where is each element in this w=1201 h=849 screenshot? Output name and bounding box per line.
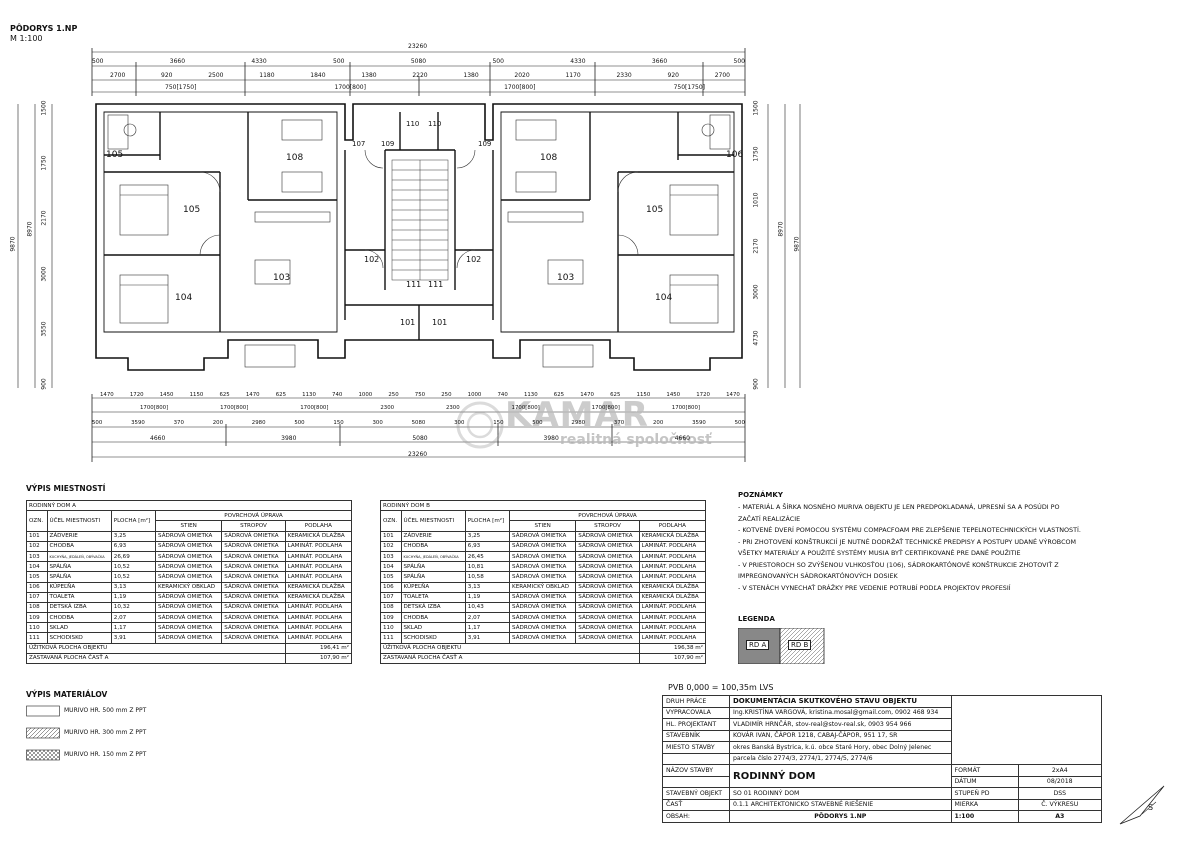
room-label: 108: [286, 153, 304, 163]
room-label: 108: [540, 153, 558, 163]
legend-box: [737, 627, 826, 665]
room-label: 111: [406, 280, 422, 289]
dim-total-bottom: 23260: [408, 451, 428, 458]
material-150: MURIVO HR. 150 mm Z PPT: [64, 751, 147, 758]
dim-total-top: 23260: [408, 43, 428, 50]
materials-heading: VÝPIS MATERIÁLOV: [26, 690, 108, 699]
room-label: 103: [273, 273, 291, 283]
notes-heading: POZNÁMKY: [738, 491, 783, 499]
room-label: 106: [726, 150, 744, 160]
material-500: MURIVO HR. 500 mm Z PPT: [64, 707, 147, 714]
legend-rd-a: RD A: [746, 640, 770, 650]
dim-left-sub: 8970: [26, 221, 34, 237]
room-label: 110: [428, 120, 442, 128]
dim-left-total: 9870: [9, 236, 17, 252]
watermark-brand: KAMAR: [505, 395, 649, 435]
north-arrow-icon: S: [1119, 785, 1165, 825]
room-label: 103: [557, 273, 575, 283]
room-label: 101: [400, 318, 416, 327]
room-label: 110: [406, 120, 420, 128]
room-label: 104: [655, 293, 673, 303]
room-label: 111: [428, 280, 444, 289]
notes-list: - MATERIÁL A ŠÍRKA NOSNÉHO MURIVA OBJEKT…: [738, 503, 1081, 592]
legend-heading: LEGENDA: [738, 615, 775, 623]
drawing-title: PÔDORYS 1.NP M 1:100: [10, 24, 78, 43]
room-label: 105: [106, 150, 124, 160]
watermark-subtitle: realitná spoločnosť: [560, 432, 712, 448]
room-label: 101: [432, 318, 448, 327]
legend-rd-b: RD B: [788, 640, 812, 650]
room-label: 105: [646, 205, 664, 215]
svg-text:S: S: [1148, 803, 1153, 812]
rooms-heading: VÝPIS MIESTNOSTÍ: [26, 484, 106, 493]
dim-right-total: 9870: [793, 236, 801, 252]
materials-swatches: [26, 705, 60, 761]
floor-plan: [17, 48, 801, 462]
room-label: 107: [352, 140, 366, 148]
material-300: MURIVO HR. 300 mm Z PPT: [64, 729, 147, 736]
dim-right-sub: 8970: [777, 221, 785, 237]
room-label: 105: [183, 205, 201, 215]
pvb-level: PVB 0,000 = 100,35m LVS: [668, 683, 774, 692]
room-label: 102: [364, 255, 380, 264]
room-label: 109: [381, 140, 395, 148]
dim-row-top3: 750[1750]1700[800]1700[800]750[1750]: [165, 84, 705, 91]
room-label: 102: [466, 255, 482, 264]
room-label: 104: [175, 293, 193, 303]
room-label: 109: [478, 140, 492, 148]
